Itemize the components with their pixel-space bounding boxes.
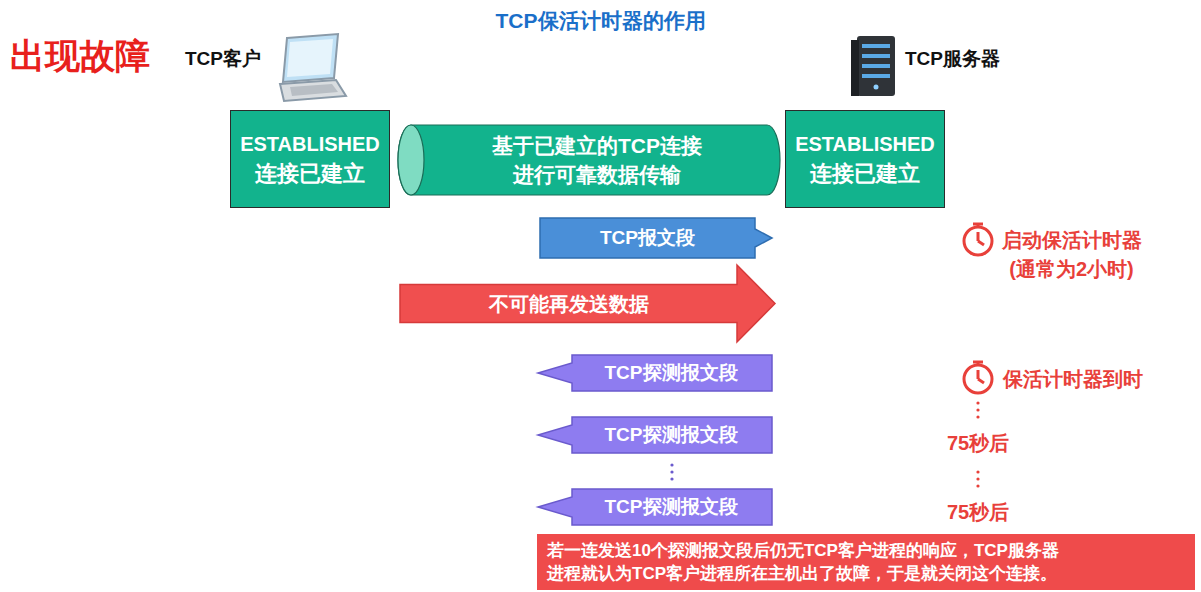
node-text: ESTABLISHED — [240, 129, 380, 159]
stopwatch-icon — [964, 224, 992, 255]
timer-note-box: 启动保活计时器 (通常为2小时) — [1000, 226, 1143, 284]
node-text: 若一连发送10个探测报文段后仍无TCP客户进程的响应，TCP服务器 进程就认为T… — [547, 539, 1062, 585]
interval-label-box: 75秒后 — [947, 429, 1009, 457]
node-text: ESTABLISHED — [795, 129, 935, 159]
node-text: TCP探测报文段 — [605, 495, 738, 519]
server-label-box: TCP服务器 — [905, 46, 1000, 72]
fault-heading: 出现故障 — [10, 34, 150, 78]
text-holder: TCP探测报文段 — [605, 495, 738, 519]
server-icon — [851, 36, 895, 96]
text-holder: TCP探测报文段 — [605, 361, 738, 385]
node-text: 不可能再发送数据 — [489, 291, 649, 317]
probe-arrow-outline — [538, 355, 772, 391]
stopwatch-icon — [964, 362, 992, 393]
interval-label-box: 75秒后 — [947, 498, 1009, 526]
timer-note: 保活计时器到时 — [1003, 365, 1143, 393]
title: TCP保活计时器的作用 — [496, 7, 706, 35]
probe-arrow: TCP探测报文段 — [538, 489, 772, 525]
client-label: TCP客户 — [185, 46, 261, 72]
state-box: ESTABLISHED连接已建立 — [785, 110, 945, 208]
note-box: 若一连发送10个探测报文段后仍无TCP客户进程的响应，TCP服务器 进程就认为T… — [537, 534, 1195, 590]
node-text: TCP报文段 — [600, 226, 695, 250]
text-holder: 若一连发送10个探测报文段后仍无TCP客户进程的响应，TCP服务器 进程就认为T… — [547, 539, 1062, 585]
probe-arrow-outline — [538, 417, 772, 453]
text-holder: 基于已建立的TCP连接 进行可靠数据传输 — [491, 131, 704, 189]
server-label: TCP服务器 — [905, 46, 1000, 72]
node-text: TCP探测报文段 — [605, 423, 738, 447]
laptop-icon — [280, 34, 346, 101]
title-box: TCP保活计时器的作用 — [0, 7, 1201, 35]
client-label-box: TCP客户 — [185, 46, 261, 72]
text-holder: TCP报文段 — [600, 226, 695, 250]
text-holder: TCP探测报文段 — [605, 423, 738, 447]
no-data-arrow: 不可能再发送数据 — [400, 265, 775, 342]
state-box: ESTABLISHED连接已建立 — [230, 110, 390, 208]
connection-tube: 基于已建立的TCP连接 进行可靠数据传输 — [398, 125, 780, 195]
probe-arrow-outline — [538, 489, 772, 525]
timer-note-box: 保活计时器到时 — [1003, 365, 1143, 393]
text-holder: ESTABLISHED连接已建立 — [240, 129, 380, 189]
node-text: 连接已建立 — [810, 159, 920, 189]
segment-arrow-outline — [540, 218, 772, 258]
node-text: 基于已建立的TCP连接 进行可靠数据传输 — [491, 131, 704, 189]
interval-label: 75秒后 — [947, 429, 1009, 457]
node-text: 连接已建立 — [255, 159, 365, 189]
probe-arrow: TCP探测报文段 — [538, 417, 772, 453]
text-holder: ESTABLISHED连接已建立 — [795, 129, 935, 189]
tube-end — [398, 125, 424, 195]
segment-arrow: TCP报文段 — [540, 218, 772, 258]
timer-note: 启动保活计时器 (通常为2小时) — [1000, 226, 1143, 284]
ellipsis-dots — [670, 463, 673, 480]
no-data-arrow-outline — [400, 265, 775, 342]
node-text: TCP探测报文段 — [605, 361, 738, 385]
tube-body — [398, 125, 780, 195]
text-holder: 不可能再发送数据 — [489, 291, 649, 317]
probe-arrow: TCP探测报文段 — [538, 355, 772, 391]
fault-heading-box: 出现故障 — [10, 34, 150, 78]
interval-label: 75秒后 — [947, 498, 1009, 526]
